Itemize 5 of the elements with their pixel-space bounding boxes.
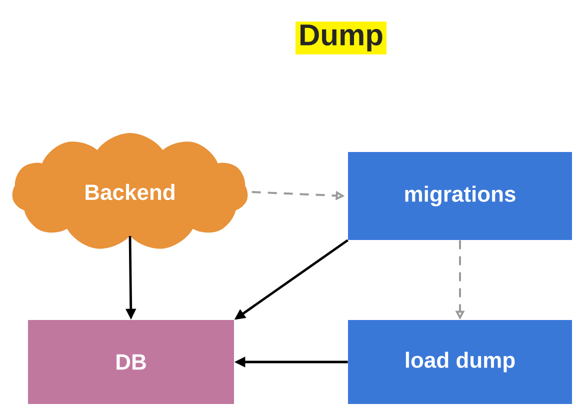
title: Dump	[296, 22, 386, 54]
process-box: migrations	[348, 152, 572, 240]
process-box: DB	[28, 320, 234, 404]
process-box: load dump	[348, 320, 572, 404]
cloud-node: Backend	[12, 133, 248, 249]
